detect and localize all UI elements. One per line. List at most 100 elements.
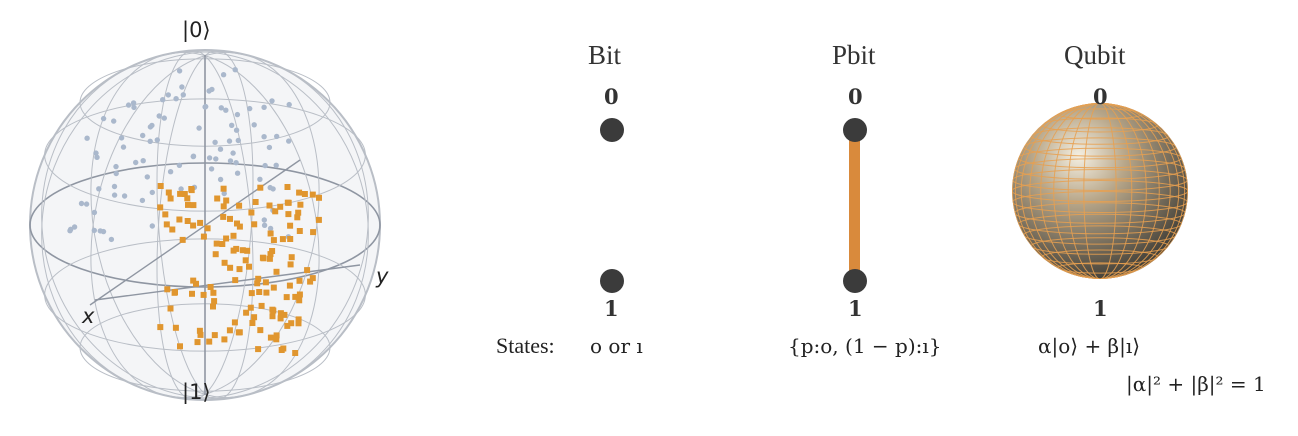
- sample-point-lower: [296, 291, 303, 298]
- sample-point-lower: [273, 268, 280, 275]
- bit-title: Bit: [588, 40, 622, 70]
- sample-point-upper: [203, 103, 209, 110]
- sample-point-lower: [285, 211, 292, 218]
- sample-point-lower: [236, 266, 243, 273]
- sample-point-upper: [269, 98, 275, 104]
- sample-point-lower: [181, 191, 188, 197]
- sample-point-upper: [100, 228, 107, 235]
- sample-point-upper: [149, 189, 155, 196]
- sample-point-upper: [273, 162, 279, 168]
- qubit-longitude-line: [1014, 103, 1186, 279]
- sample-point-lower: [233, 245, 240, 252]
- qubit-normalization: |α|² + |β|² = 1: [1126, 372, 1266, 396]
- sample-point-lower: [204, 225, 211, 232]
- sample-point-lower: [242, 257, 249, 264]
- sample-point-lower: [267, 230, 274, 237]
- sample-point-lower: [295, 316, 302, 323]
- qubit-longitude-line: [1029, 103, 1171, 279]
- sample-point-upper: [144, 174, 150, 180]
- qubit-top-label: 0: [1093, 84, 1108, 109]
- sample-point-lower: [310, 229, 317, 236]
- sample-point-lower: [157, 183, 164, 189]
- y-axis-line: [94, 264, 361, 301]
- sample-point-lower: [190, 222, 197, 229]
- sample-point-lower: [167, 305, 174, 312]
- sample-point-upper: [108, 236, 115, 243]
- ket-0-label: |0⟩: [182, 18, 211, 42]
- sample-point-upper: [176, 162, 183, 168]
- sample-point-lower: [176, 216, 183, 223]
- sample-point-lower: [292, 293, 299, 300]
- sample-point-lower: [277, 203, 284, 210]
- bit-top-label: 0: [604, 84, 619, 109]
- sample-point-lower: [281, 311, 288, 318]
- sample-point-lower: [315, 216, 322, 223]
- sample-point-upper: [139, 197, 146, 204]
- sample-point-lower: [251, 314, 258, 321]
- bloch-sphere-svg: [29, 49, 381, 401]
- sample-point-upper: [180, 92, 186, 98]
- sample-point-upper: [100, 115, 107, 122]
- sample-point-lower: [185, 201, 191, 208]
- sample-point-lower: [283, 294, 290, 301]
- sample-point-lower: [164, 286, 171, 293]
- sample-point-upper: [251, 122, 257, 128]
- sample-point-lower: [248, 209, 255, 216]
- sample-point-lower: [162, 211, 169, 218]
- sample-point-lower: [165, 189, 172, 196]
- sample-point-upper: [91, 227, 98, 234]
- sample-point-lower: [256, 289, 263, 295]
- pbit-bottom-label: 1: [848, 296, 863, 321]
- sample-point-lower: [196, 327, 203, 334]
- sample-point-upper: [125, 102, 132, 108]
- sample-point-lower: [243, 309, 250, 316]
- sample-point-lower: [163, 221, 170, 228]
- sample-point-upper: [71, 224, 78, 230]
- sample-point-lower: [287, 236, 294, 242]
- sample-point-upper: [147, 138, 153, 144]
- sample-point-lower: [248, 290, 255, 297]
- sample-point-lower: [197, 219, 204, 226]
- sample-point-lower: [157, 204, 164, 211]
- sample-point-upper: [267, 184, 273, 191]
- sample-point-lower: [190, 202, 197, 209]
- sample-point-lower: [267, 251, 274, 258]
- bit-state-0-dot: [600, 118, 624, 142]
- sample-point-upper: [227, 158, 234, 164]
- sample-point-upper: [206, 155, 213, 161]
- sample-point-upper: [235, 137, 241, 144]
- sample-point-lower: [236, 223, 243, 230]
- sample-point-lower: [273, 332, 280, 339]
- sample-point-upper: [173, 96, 179, 102]
- sample-point-lower: [309, 191, 316, 198]
- sample-point-lower: [172, 324, 179, 331]
- sample-point-upper: [208, 166, 215, 172]
- bloch-sphere-points: [67, 67, 322, 356]
- sample-point-lower: [226, 327, 233, 334]
- sample-point-upper: [111, 183, 118, 190]
- sample-point-upper: [96, 186, 102, 192]
- sample-point-lower: [231, 319, 238, 326]
- sample-point-upper: [229, 122, 235, 128]
- sample-point-lower: [171, 289, 178, 296]
- sample-point-upper: [93, 150, 99, 156]
- sample-point-upper: [274, 133, 280, 140]
- meridian-ellipse: [41, 51, 369, 399]
- sample-point-upper: [179, 84, 185, 90]
- pbit-probability-bar: [849, 130, 860, 281]
- sample-point-upper: [261, 217, 267, 223]
- sample-point-upper: [234, 170, 241, 176]
- sample-point-upper: [161, 115, 167, 121]
- sample-point-upper: [266, 144, 273, 151]
- bit-states: o or ı: [590, 334, 643, 358]
- sample-point-lower: [184, 218, 191, 224]
- sample-point-lower: [251, 221, 258, 228]
- sample-point-lower: [184, 195, 191, 202]
- sample-point-upper: [209, 86, 215, 93]
- sample-point-lower: [316, 194, 322, 201]
- sample-point-lower: [200, 291, 207, 298]
- bloch-sphere-wireframe: [29, 49, 381, 401]
- sample-point-lower: [246, 263, 252, 270]
- sample-point-lower: [188, 186, 195, 192]
- sample-point-lower: [212, 251, 219, 258]
